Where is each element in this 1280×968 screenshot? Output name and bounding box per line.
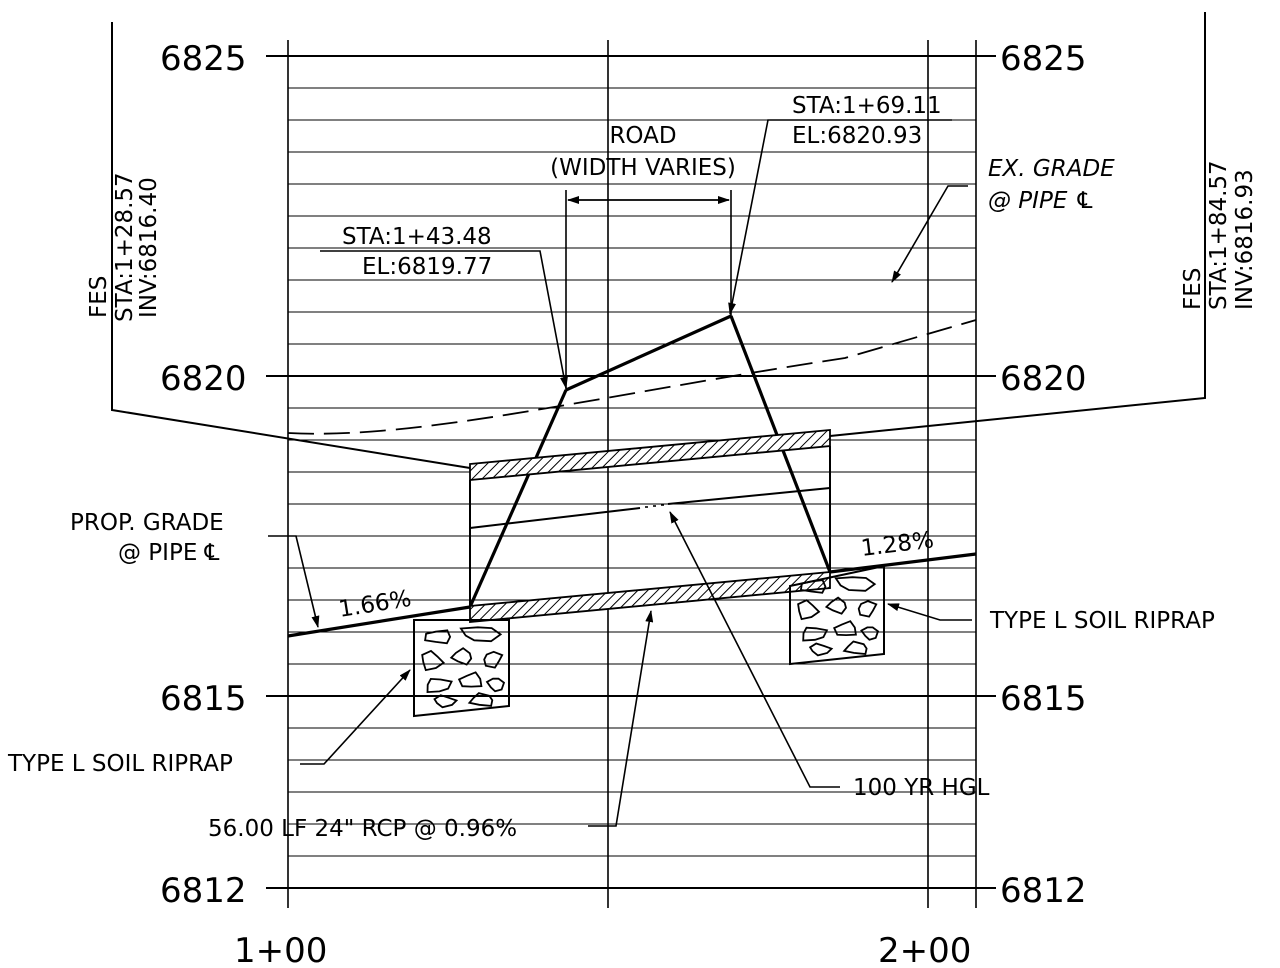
proposed-grade-pipe-label: @ PIPE ℄ [118, 540, 220, 566]
elevation-label-6812-right: 6812 [1000, 871, 1087, 911]
riprap-rock [459, 626, 503, 643]
proposed-grade-line [287, 552, 977, 638]
station-label-2-00: 2+00 [878, 931, 971, 968]
point-right-sta: STA:1+69.11 [792, 93, 942, 119]
riprap-rock [860, 626, 880, 641]
fes-left-fes: FES [86, 276, 112, 318]
riprap-rock [802, 626, 829, 642]
riprap-rock [433, 694, 459, 709]
hgl-line [469, 487, 831, 529]
riprap-right-annotation: TYPE L SOIL RIPRAP [887, 603, 1215, 634]
riprap-rock [421, 649, 446, 672]
fes-left-inv: INV:6816.40 [136, 177, 162, 318]
riprap-rock [426, 677, 453, 694]
slope-right-label: 1.28% [860, 527, 936, 562]
riprap-left-label: TYPE L SOIL RIPRAP [7, 751, 233, 777]
point-right-annotation: STA:1+69.11 EL:6820.93 [728, 93, 952, 315]
riprap-rock [485, 677, 506, 693]
riprap-rock [457, 671, 483, 688]
riprap-rock [824, 596, 847, 615]
fes-right-inv: INV:6816.93 [1232, 169, 1258, 310]
pipe-annotation: 56.00 LF 24" RCP @ 0.96% [208, 610, 654, 842]
riprap-rock [842, 640, 868, 655]
elevation-axis-left: 6825 6820 6815 6812 [160, 39, 247, 911]
hgl-annotation: 100 YR HGL [669, 511, 990, 801]
proposed-grade-annotation: PROP. GRADE @ PIPE ℄ [70, 510, 320, 628]
elevation-axis-right: 6825 6820 6815 6812 [1000, 39, 1087, 911]
proposed-grade-label: PROP. GRADE [70, 510, 224, 536]
riprap-left [413, 619, 510, 718]
riprap-rock [467, 692, 494, 707]
fes-right-fes: FES [1180, 268, 1206, 310]
fes-right-sta: STA:1+84.57 [1206, 160, 1232, 310]
riprap-rock [857, 600, 878, 618]
road-label: ROAD [609, 123, 676, 149]
riprap-rock [449, 647, 473, 666]
pipe-label: 56.00 LF 24" RCP @ 0.96% [208, 816, 517, 842]
riprap-rock [483, 650, 504, 669]
vertical-grid [287, 40, 977, 908]
riprap-rock [424, 629, 452, 645]
existing-grade-pipe-label: @ PIPE ℄ [988, 188, 1095, 214]
elevation-label-6815-right: 6815 [1000, 679, 1087, 719]
elevation-label-6820: 6820 [160, 359, 247, 399]
pipe-rcp [469, 429, 831, 623]
hgl-label: 100 YR HGL [853, 775, 990, 801]
riprap-right-label: TYPE L SOIL RIPRAP [989, 608, 1215, 634]
point-left-el: EL:6819.77 [362, 254, 492, 280]
elevation-label-6825: 6825 [160, 39, 247, 79]
existing-grade-label: EX. GRADE [988, 156, 1115, 182]
elevation-label-6825-right: 6825 [1000, 39, 1087, 79]
fes-left-sta: STA:1+28.57 [112, 172, 138, 322]
riprap-rock [833, 620, 857, 637]
existing-grade-annotation: EX. GRADE @ PIPE ℄ [891, 156, 1115, 283]
road-annotation: ROAD (WIDTH VARIES) [550, 123, 736, 390]
elevation-label-6812: 6812 [160, 871, 247, 911]
existing-grade-line [287, 319, 977, 435]
fes-leaders [111, 12, 1206, 469]
riprap-rock [808, 642, 834, 657]
riprap-right [789, 564, 885, 666]
riprap-rock [799, 579, 827, 594]
riprap-rock [797, 599, 821, 621]
fes-left-label: FES STA:1+28.57 INV:6816.40 [86, 172, 162, 322]
point-left-annotation: STA:1+43.48 EL:6819.77 [320, 224, 568, 389]
elevation-label-6815: 6815 [160, 679, 247, 719]
fes-right-label: FES STA:1+84.57 INV:6816.93 [1180, 160, 1258, 310]
point-right-el: EL:6820.93 [792, 123, 922, 149]
riprap-left-annotation: TYPE L SOIL RIPRAP [7, 669, 411, 777]
point-left-sta: STA:1+43.48 [342, 224, 492, 250]
road-width-label: (WIDTH VARIES) [550, 155, 736, 181]
elevation-label-6820-right: 6820 [1000, 359, 1087, 399]
station-label-1-00: 1+00 [234, 931, 327, 968]
riprap-rock [834, 576, 877, 592]
